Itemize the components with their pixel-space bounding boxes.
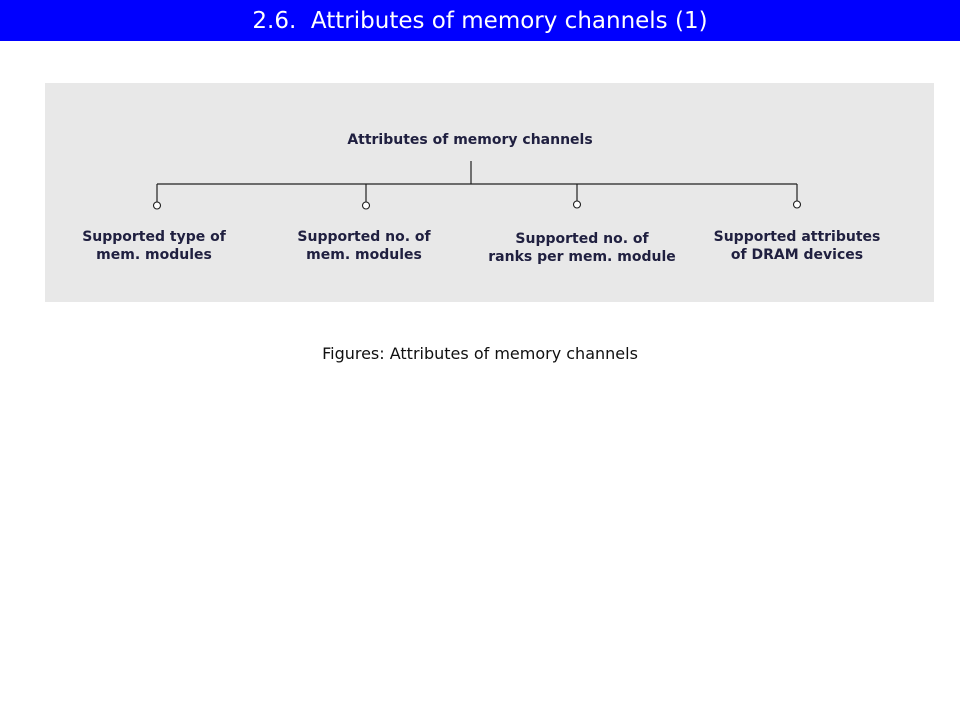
branch-node-1 [152,201,162,210]
branch-node-4 [792,200,802,209]
child-label-module-type: Supported type of mem. modules [44,228,264,264]
child-label-module-count: Supported no. of mem. modules [254,228,474,264]
child-label-line: Supported no. of [297,229,431,245]
child-label-dram-attributes: Supported attributes of DRAM devices [687,228,907,264]
child-label-rank-count: Supported no. of ranks per mem. module [472,230,692,266]
child-label-line: of DRAM devices [730,247,864,263]
root-node-label: Attributes of memory channels [347,132,593,148]
slide-title-bar [0,0,960,41]
child-label-line: ranks per mem. module [488,249,676,265]
child-label-line: mem. modules [306,247,422,263]
slide-title: 2.6. Attributes of memory channels (1) [252,8,708,34]
diagram-panel [45,83,934,302]
child-label-line: Supported attributes [713,229,881,245]
child-label-line: Supported type of [82,229,226,245]
child-label-line: mem. modules [96,247,212,263]
figure-caption: Figures: Attributes of memory channels [322,344,638,363]
branch-node-3 [572,200,582,209]
child-label-line: Supported no. of [515,231,649,247]
branch-node-2 [361,201,371,210]
